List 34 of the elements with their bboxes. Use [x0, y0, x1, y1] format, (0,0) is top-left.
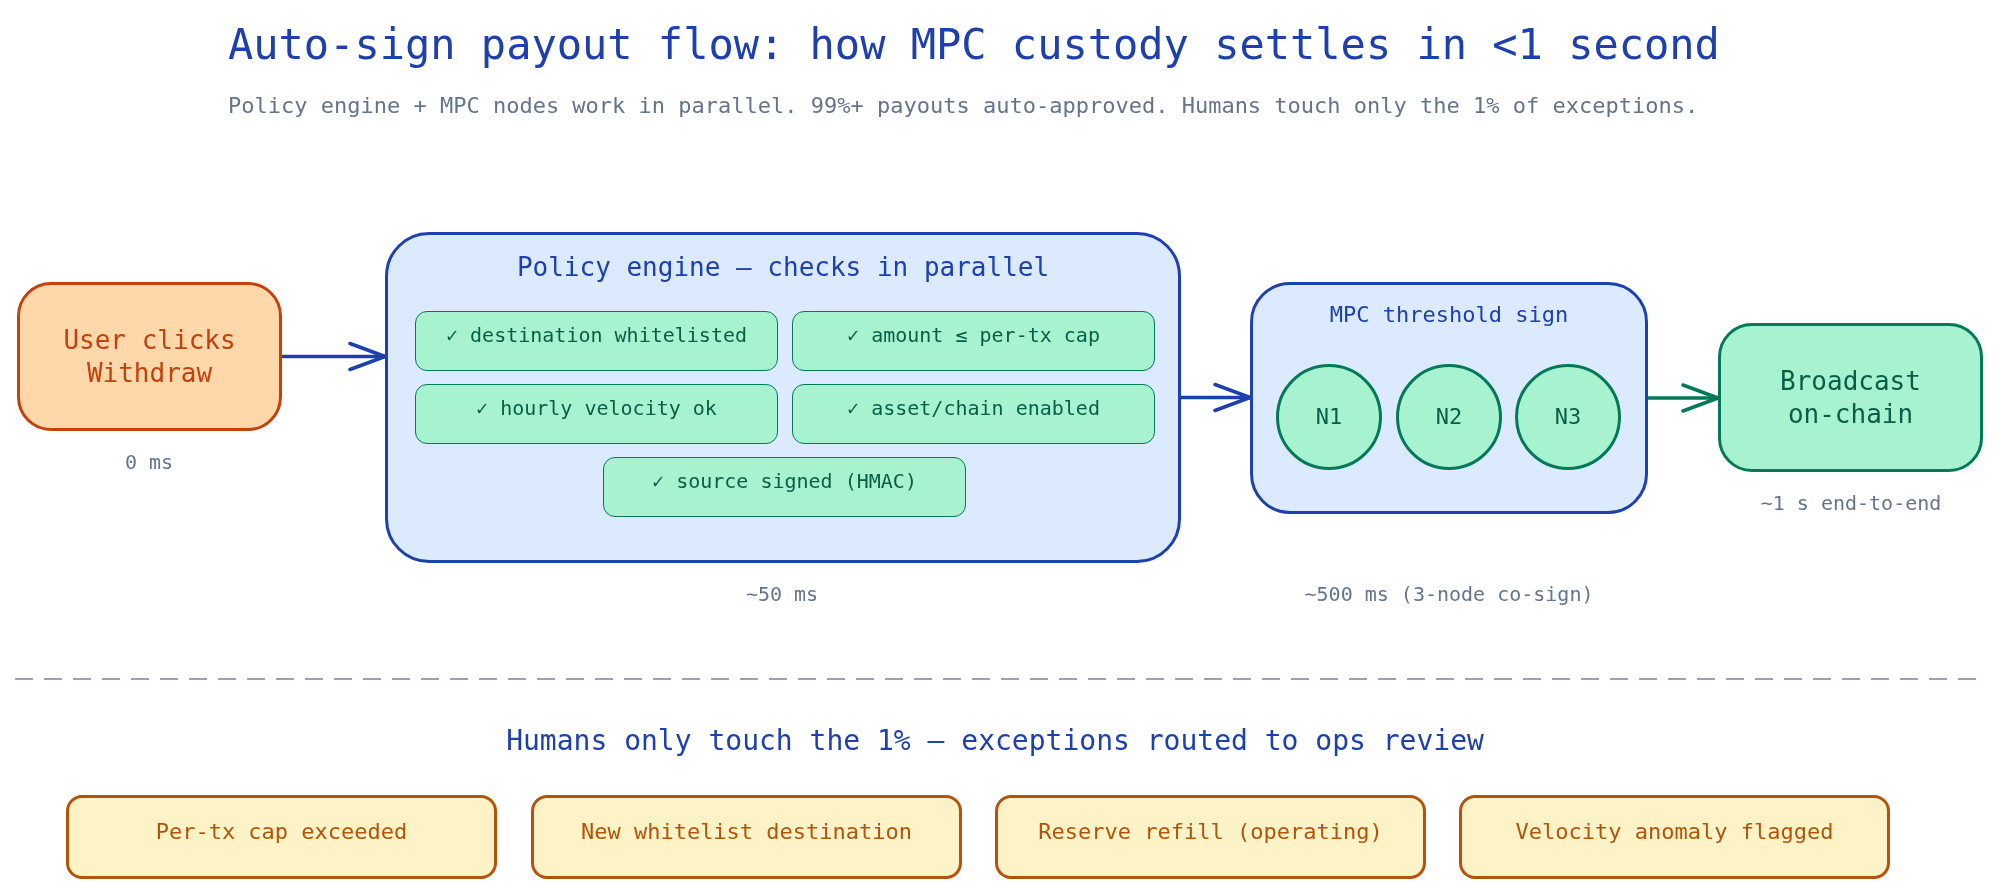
exception-box — [995, 795, 1426, 879]
exception-label: New whitelist destination — [580, 818, 913, 846]
section-heading: Humans only touch the 1% — exceptions routed to ops review — [506, 724, 1484, 758]
step-label: User clicks Withdraw — [62, 324, 237, 389]
signer-label: N3 — [1554, 403, 1582, 431]
exception-label: Per-tx cap exceeded — [155, 818, 408, 846]
arrow — [282, 341, 387, 372]
process-box — [17, 282, 282, 431]
signer-label: N2 — [1435, 403, 1463, 431]
panel-heading: MPC threshold sign — [1329, 301, 1569, 329]
timing-note: 0 ms — [124, 450, 174, 474]
timing-note: ~50 ms — [745, 582, 819, 606]
panel-heading: Policy engine — checks in parallel — [516, 251, 1050, 284]
arrow — [1181, 382, 1252, 413]
diagram-title: Auto-sign payout flow: how MPC custody settles in <1 second — [228, 20, 1720, 71]
signer-label: N1 — [1315, 403, 1343, 431]
exception-label: Reserve refill (operating) — [1038, 818, 1383, 846]
rule-label: ✓ asset/chain enabled — [847, 396, 1100, 421]
rule-label: ✓ destination whitelisted — [446, 323, 747, 348]
arrow — [1648, 383, 1720, 413]
exception-label: Velocity anomaly flagged — [1515, 818, 1834, 846]
rule-label: ✓ amount ≤ per-tx cap — [847, 323, 1100, 348]
group-panel — [385, 232, 1181, 563]
exception-box — [1459, 795, 1890, 879]
process-box — [1718, 323, 1983, 472]
exception-box — [66, 795, 497, 879]
rule-label: ✓ hourly velocity ok — [476, 396, 717, 421]
step-label: Broadcast on-chain — [1779, 365, 1922, 430]
exception-box — [531, 795, 962, 879]
subtitle: Policy engine + MPC nodes work in parallel. 99%+ payouts auto-approved. Humans touch only the 1% of exceptions. — [228, 93, 1699, 120]
group-panel — [1250, 282, 1648, 514]
rule-label: ✓ source signed (HMAC) — [652, 469, 917, 494]
timing-note: ~1 s end-to-end — [1760, 491, 1942, 515]
timing-note: ~500 ms (3-node co-sign) — [1304, 582, 1594, 606]
